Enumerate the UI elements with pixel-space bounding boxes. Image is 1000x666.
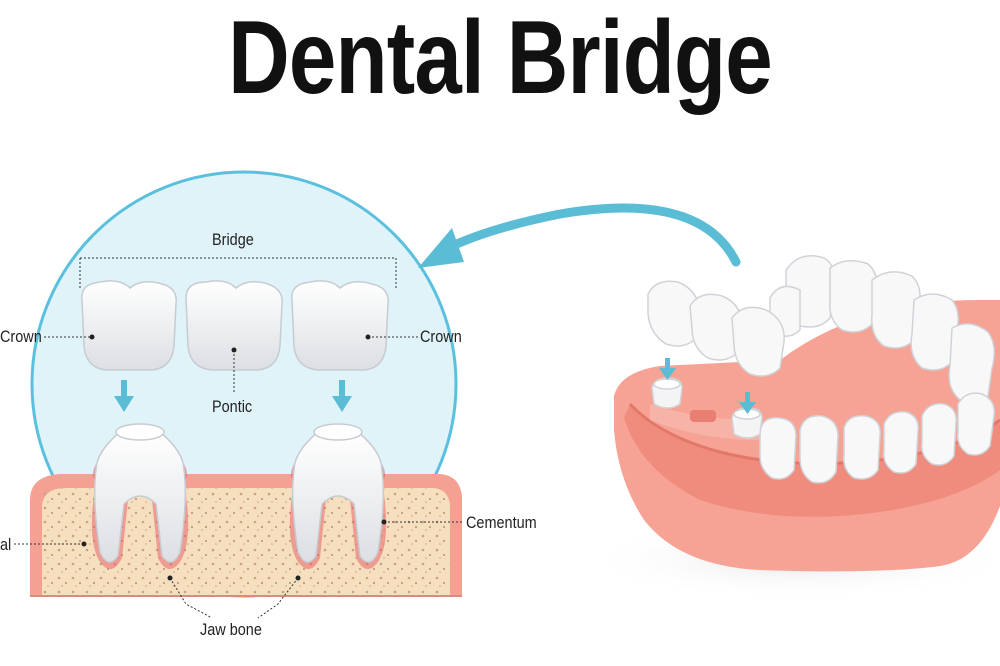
- abutment-tooth-right: [289, 423, 387, 570]
- abutment-tooth-left: [91, 423, 189, 570]
- label-bridge: Bridge: [212, 230, 254, 249]
- label-gingival: al: [0, 535, 12, 554]
- down-arrow-left: [114, 380, 134, 412]
- label-cementum: Cementum: [466, 513, 537, 532]
- label-crown-right: Crown: [420, 327, 462, 346]
- down-arrow-right: [332, 380, 352, 412]
- bridge-bracket: [79, 257, 397, 290]
- curved-arrow: [418, 203, 741, 268]
- leader-dots: [81, 334, 387, 581]
- label-jaw-bone: Jaw bone: [200, 620, 262, 639]
- page-title: Dental Bridge: [228, 0, 773, 116]
- jaw-model: [580, 255, 1000, 600]
- crown-left: [81, 280, 177, 371]
- crown-right: [291, 280, 389, 371]
- leader-lines: [14, 336, 462, 619]
- label-pontic: Pontic: [212, 397, 253, 416]
- label-crown-left: Crown: [0, 327, 42, 346]
- pontic-tooth: [185, 280, 283, 371]
